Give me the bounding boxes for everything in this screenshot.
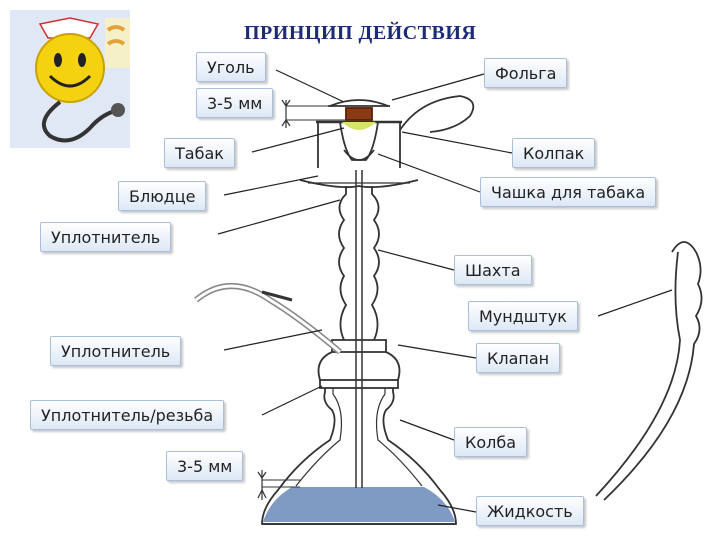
label-coal: Уголь xyxy=(196,52,266,82)
label-cap: Колпак xyxy=(512,138,596,168)
label-gap-bottom: 3-5 мм xyxy=(166,451,244,481)
label-tobacco: Табак xyxy=(164,138,235,168)
label-gap-top: 3-5 мм xyxy=(196,88,274,118)
stethoscope-icon xyxy=(41,100,125,143)
label-seal-thread: Уплотнитель/резьба xyxy=(30,400,225,430)
page-title: ПРИНЦИП ДЕЙСТВИЯ xyxy=(244,22,477,44)
label-flask: Колба xyxy=(454,427,528,457)
label-liquid: Жидкость xyxy=(476,496,584,526)
label-saucer: Блюдце xyxy=(118,181,207,211)
liquid-shape xyxy=(263,487,455,522)
label-valve: Клапан xyxy=(476,343,561,373)
label-mouthpiece: Мундштук xyxy=(468,301,578,331)
label-foil: Фольга xyxy=(484,58,568,88)
label-shaft: Шахта xyxy=(454,255,532,285)
label-seal-hose: Уплотнитель xyxy=(50,336,182,366)
label-seal-upper: Уплотнитель xyxy=(40,222,172,252)
smiley-nurse-logo xyxy=(10,10,130,148)
label-tobacco-bowl: Чашка для табака xyxy=(480,177,657,207)
